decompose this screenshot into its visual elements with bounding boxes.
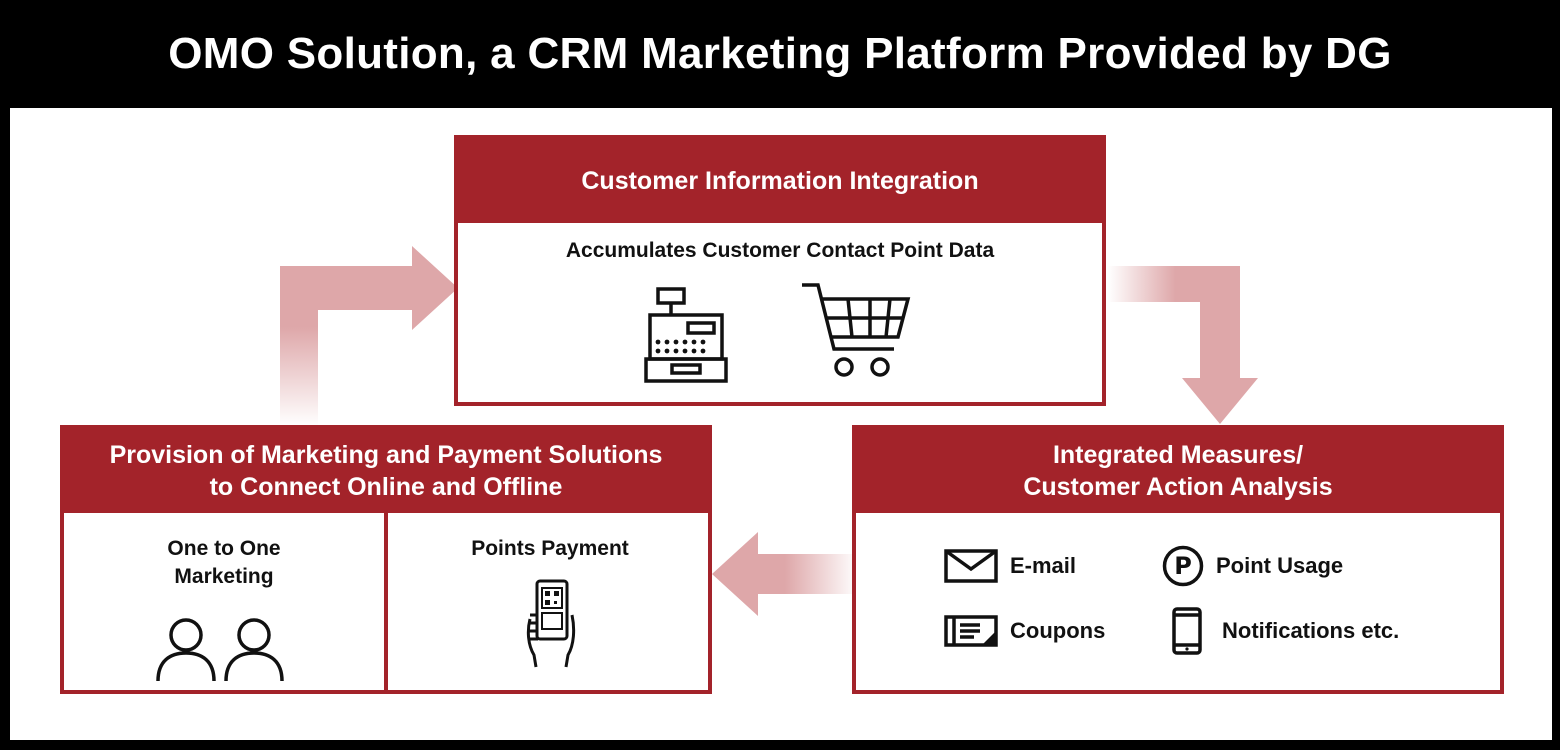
title-bar: OMO Solution, a CRM Marketing Platform P… bbox=[0, 0, 1560, 108]
shopping-cart-icon bbox=[802, 283, 911, 377]
notifications-item: Notifications etc. bbox=[1172, 607, 1399, 655]
one-to-one-line-2: Marketing bbox=[174, 565, 274, 588]
email-item: E-mail bbox=[944, 549, 1076, 583]
coupons-label: Coupons bbox=[1010, 618, 1106, 643]
notifications-label: Notifications etc. bbox=[1222, 618, 1400, 643]
marketing-payment-header: Provision of Marketing and Payment Solut… bbox=[64, 429, 708, 513]
point-p-icon: P bbox=[1162, 545, 1204, 587]
points-payment-cell: Points Payment bbox=[388, 513, 712, 694]
header-line-1: Provision of Marketing and Payment Solut… bbox=[109, 441, 663, 469]
points-payment-label: Points Payment bbox=[471, 537, 629, 560]
smartphone-icon bbox=[1172, 607, 1202, 655]
coupons-item: Coupons bbox=[944, 615, 1105, 647]
arrow-left-to-top bbox=[280, 246, 458, 426]
people-icon bbox=[156, 618, 284, 682]
one-to-one-cell: One to One Marketing bbox=[64, 513, 384, 694]
phone-qr-payment-icon bbox=[526, 579, 576, 668]
integrated-measures-header: Integrated Measures/ Customer Action Ana… bbox=[856, 429, 1500, 513]
arrow-right-to-left bbox=[712, 532, 858, 616]
customer-info-integration-header: Customer Information Integration bbox=[458, 139, 1102, 223]
envelope-icon bbox=[944, 549, 998, 583]
point-usage-label: Point Usage bbox=[1216, 553, 1344, 578]
diagram-canvas: Customer Information Integration Accumul… bbox=[10, 108, 1552, 740]
cell-divider bbox=[384, 513, 388, 694]
integrated-measures-box: Integrated Measures/ Customer Action Ana… bbox=[852, 425, 1504, 694]
customer-info-integration-box: Customer Information Integration Accumul… bbox=[454, 135, 1106, 406]
coupon-icon bbox=[944, 615, 998, 647]
marketing-payment-box: Provision of Marketing and Payment Solut… bbox=[60, 425, 712, 694]
arrow-top-to-right bbox=[1108, 266, 1258, 424]
header-line-2: to Connect Online and Offline bbox=[209, 473, 563, 501]
email-label: E-mail bbox=[1010, 553, 1077, 578]
accumulates-subtitle: Accumulates Customer Contact Point Data bbox=[565, 239, 995, 262]
cash-register-icon bbox=[644, 287, 728, 383]
point-usage-item: P Point Usage bbox=[1162, 545, 1343, 587]
header-line-1: Integrated Measures/ bbox=[1052, 441, 1304, 469]
svg-text:P: P bbox=[1174, 552, 1192, 580]
diagram-title: OMO Solution, a CRM Marketing Platform P… bbox=[168, 29, 1392, 78]
header-line-2: Customer Action Analysis bbox=[1023, 473, 1333, 501]
header-text: Customer Information Integration bbox=[581, 166, 979, 195]
one-to-one-line-1: One to One bbox=[167, 537, 281, 560]
